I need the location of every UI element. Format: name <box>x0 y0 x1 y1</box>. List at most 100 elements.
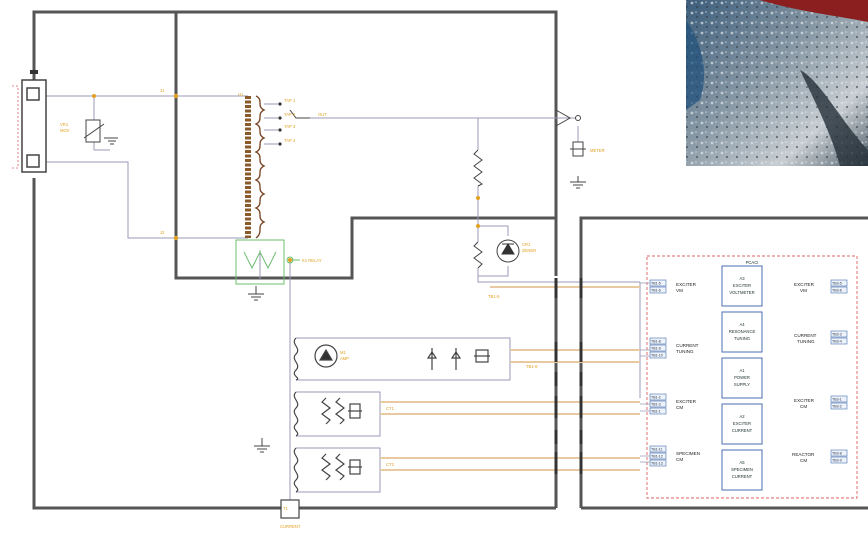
panel-title: PCACI <box>746 260 759 265</box>
svg-text:EXCITER: EXCITER <box>676 282 697 287</box>
svg-text:A3: A3 <box>739 276 745 281</box>
svg-text:EXCITER: EXCITER <box>794 282 815 287</box>
svg-text:CT2: CT2 <box>386 462 395 467</box>
transformer-t1: TAP 1 TAP 2 TAP 3 TAP 4 OUT <box>245 95 327 239</box>
svg-text:TUNING: TUNING <box>797 339 815 344</box>
junction-dots <box>92 93 292 262</box>
module-a1: A1 POWER SUPPLY <box>721 357 763 399</box>
svg-text:TB3-9: TB3-9 <box>832 459 842 463</box>
svg-text:TB3-3: TB3-3 <box>832 333 842 337</box>
svg-text:T1: T1 <box>283 506 289 511</box>
right-group-exciter-vm: EXCITER VM TB3-5 TB3-6 <box>794 279 848 294</box>
svg-text:VM: VM <box>676 288 683 293</box>
panel-connections <box>640 282 650 463</box>
svg-text:EXCITER: EXCITER <box>676 399 697 404</box>
svg-text:TB1-8: TB1-8 <box>651 340 661 344</box>
svg-text:CURRENT: CURRENT <box>732 428 753 433</box>
svg-text:TB1-1: TB1-1 <box>651 410 661 414</box>
left-group-exciter-vm: TB1-5 TB1-6 EXCITER VM <box>649 279 697 294</box>
svg-text:RESONANCE: RESONANCE <box>729 329 756 334</box>
svg-text:CM: CM <box>676 457 683 462</box>
left-group-current-tuning: TB1-8 TB1-9 TB1-10 CURRENT TUNING <box>649 337 699 359</box>
crossing-marks <box>554 278 583 474</box>
sensor-labels: M1 AMP TB1-8 CT1 CT2 <box>340 350 538 467</box>
svg-text:SPECIMEN: SPECIMEN <box>676 451 700 456</box>
svg-text:POWER: POWER <box>734 375 750 380</box>
svg-text:H1: H1 <box>238 92 244 97</box>
svg-text:EXCITER: EXCITER <box>733 283 751 288</box>
panel-modules: A3 EXCITER VOLTMETER A4 RESONANCE TUNING… <box>721 265 763 491</box>
svg-text:CR1: CR1 <box>522 242 531 247</box>
svg-text:TB1-13: TB1-13 <box>651 462 663 466</box>
svg-text:CM: CM <box>800 458 807 463</box>
svg-text:TB1-6: TB1-6 <box>651 289 661 293</box>
svg-text:TAP 3: TAP 3 <box>284 124 296 129</box>
svg-text:A4: A4 <box>739 322 745 327</box>
svg-text:TB3-6: TB3-6 <box>832 289 842 293</box>
svg-text:TB1-3: TB1-3 <box>651 403 661 407</box>
svg-text:TUNING: TUNING <box>676 349 694 354</box>
bottom-terminal-box: T1 CURRENT <box>280 499 301 529</box>
left-terminal-groups: TB1-5 TB1-6 EXCITER VM TB1-8 TB1-9 TB1-1… <box>649 279 700 467</box>
junction-labels: J1 J2 H1 <box>160 88 244 235</box>
svg-text:ZENER: ZENER <box>522 248 536 253</box>
varistor: VR1 MOV <box>60 119 118 145</box>
input-connector <box>12 70 47 173</box>
svg-text:A2: A2 <box>739 414 745 419</box>
relay-label: K1 RELAY <box>302 258 322 263</box>
current-sensors <box>293 337 490 493</box>
svg-text:SPECIMEN: SPECIMEN <box>731 467 753 472</box>
svg-text:TB1-10: TB1-10 <box>651 354 663 358</box>
svg-text:CURRENT: CURRENT <box>676 343 699 348</box>
svg-text:TB3-4: TB3-4 <box>832 340 842 344</box>
left-group-exciter-cm: TB1-2 TB1-3 TB1-1 EXCITER CM <box>649 393 697 415</box>
svg-text:TB3-1: TB3-1 <box>832 398 842 402</box>
svg-text:TUNING: TUNING <box>734 336 750 341</box>
svg-text:TB3-5: TB3-5 <box>832 282 842 286</box>
output-network: CR1 ZENER TB1-5 <box>473 149 536 299</box>
svg-text:AMP: AMP <box>340 356 349 361</box>
svg-text:EXCITER: EXCITER <box>794 398 815 403</box>
right-group-current-tuning: CURRENT TUNING TB3-3 TB3-4 <box>794 330 848 345</box>
svg-text:CM: CM <box>676 405 683 410</box>
svg-text:CURRENT: CURRENT <box>280 524 301 529</box>
module-a2: A2 EXCITER CURRENT <box>721 403 763 445</box>
control-panel: PCACI <box>646 255 858 499</box>
svg-text:CURRENT: CURRENT <box>732 474 753 479</box>
svg-text:METER: METER <box>590 148 605 153</box>
svg-text:M1: M1 <box>340 350 346 355</box>
module-a4: A4 RESONANCE TUNING <box>721 311 763 353</box>
right-terminal-groups: EXCITER VM TB3-5 TB3-6 CURRENT TUNING TB… <box>792 279 848 464</box>
left-group-specimen-cm: TB1-11 TB1-12 TB1-13 SPECIMEN CM <box>649 445 700 467</box>
svg-text:TB3-8: TB3-8 <box>832 452 842 456</box>
lead-lines <box>380 286 640 471</box>
svg-text:SUPPLY: SUPPLY <box>734 382 750 387</box>
module-a3: A3 EXCITER VOLTMETER <box>721 265 763 307</box>
svg-text:TAP 1: TAP 1 <box>284 98 296 103</box>
svg-text:TB3-2: TB3-2 <box>832 405 842 409</box>
svg-text:TB1-9: TB1-9 <box>651 347 661 351</box>
relay-cluster <box>235 239 300 285</box>
svg-text:EXCITER: EXCITER <box>733 421 751 426</box>
right-group-reactor-cm: REACTOR CM TB3-8 TB3-9 <box>792 449 848 464</box>
svg-text:VR1: VR1 <box>60 122 69 127</box>
svg-text:TB1-2: TB1-2 <box>651 396 661 400</box>
svg-text:TAP 2: TAP 2 <box>284 112 296 117</box>
photo-inset <box>686 0 868 166</box>
svg-text:VM: VM <box>800 288 807 293</box>
svg-text:J1: J1 <box>160 88 165 93</box>
svg-text:VOLTMETER: VOLTMETER <box>729 290 754 295</box>
svg-text:TB1-12: TB1-12 <box>651 455 663 459</box>
ground-symbols <box>248 176 586 453</box>
right-group-exciter-cm: EXCITER CM TB3-1 TB3-2 <box>794 395 848 410</box>
svg-text:TB1-5: TB1-5 <box>651 282 661 286</box>
svg-text:J2: J2 <box>160 230 165 235</box>
svg-text:CM: CM <box>800 404 807 409</box>
svg-text:A5: A5 <box>739 460 745 465</box>
svg-text:CT1: CT1 <box>386 406 395 411</box>
svg-text:TAP 4: TAP 4 <box>284 138 296 143</box>
module-a5: A5 SPECIMEN CURRENT <box>721 449 763 491</box>
svg-text:CURRENT: CURRENT <box>794 333 817 338</box>
